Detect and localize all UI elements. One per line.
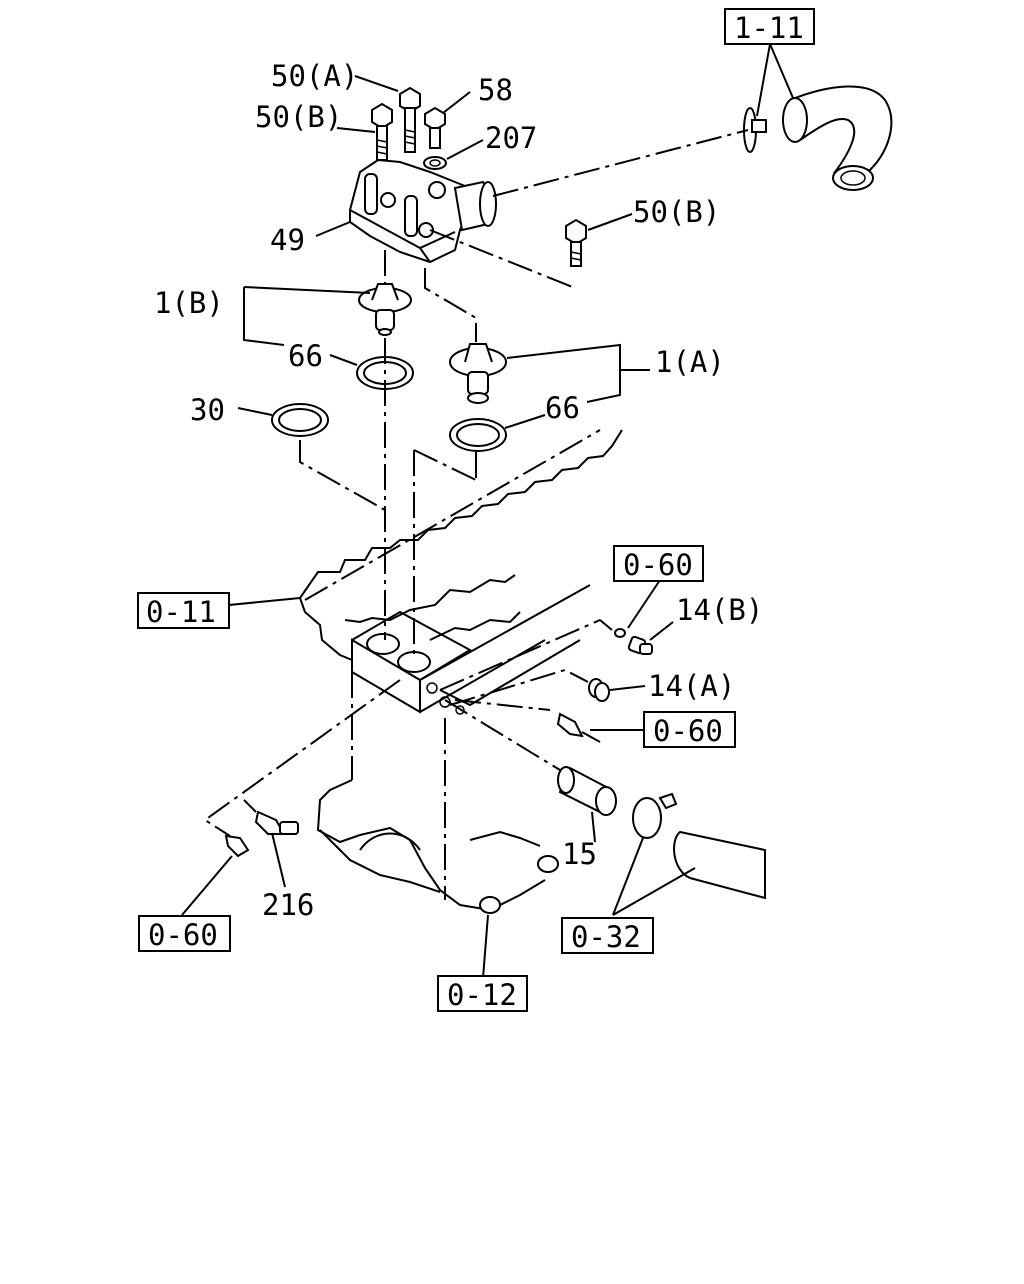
bolt-58 — [424, 106, 446, 149]
gasket-30 — [271, 403, 329, 437]
label-1a: 1(A) — [655, 345, 725, 379]
label-66-right: 66 — [545, 391, 580, 425]
ref-label-0-60-mid: 0-60 — [653, 714, 723, 748]
part-labels: 50(A) 58 50(B) 207 49 50(B) 1(B) 66 1(A)… — [154, 59, 763, 922]
ref-label-0-12: 0-12 — [447, 978, 517, 1012]
hose-clamp-lower — [632, 792, 678, 839]
water-hose-lower — [673, 830, 766, 900]
label-14b: 14(B) — [676, 593, 763, 627]
ref-box-0-60-mid[interactable]: 0-60 — [643, 711, 736, 748]
ref-label-0-32: 0-32 — [571, 920, 641, 954]
ref-label-1-11: 1-11 — [734, 11, 804, 45]
ref-box-0-12[interactable]: 0-12 — [437, 975, 528, 1012]
label-49: 49 — [270, 223, 305, 257]
label-66-left: 66 — [288, 339, 323, 373]
thermostat-1a — [449, 343, 507, 404]
plug-0-60-left — [224, 834, 250, 858]
label-216: 216 — [262, 888, 314, 922]
washer-207 — [423, 156, 447, 170]
label-50b-right: 50(B) — [633, 195, 720, 229]
ref-box-0-11[interactable]: 0-11 — [137, 592, 230, 629]
ref-label-0-60-left: 0-60 — [148, 918, 218, 952]
label-30: 30 — [190, 393, 225, 427]
ref-label-0-11: 0-11 — [146, 595, 216, 629]
hose-clamp-upper — [743, 107, 767, 153]
plug-14a — [588, 678, 610, 702]
engine-block-outline — [316, 672, 559, 914]
leader-lines — [181, 43, 794, 979]
label-1b: 1(B) — [154, 286, 224, 320]
thermostat-1b — [358, 283, 412, 336]
sensor-0-60-mid — [556, 712, 601, 743]
label-207: 207 — [485, 121, 537, 155]
plug-14b — [627, 635, 653, 655]
bolt-50b-top — [371, 102, 393, 161]
gasket-66-right — [449, 418, 507, 452]
sensor-216 — [254, 810, 299, 835]
ref-label-0-60-top: 0-60 — [623, 548, 693, 582]
cylinder-head-outline — [299, 429, 623, 715]
bolt-50a — [399, 86, 421, 153]
ref-box-1-11[interactable]: 1-11 — [724, 8, 815, 45]
label-14a: 14(A) — [648, 669, 735, 703]
pipe-15 — [557, 766, 617, 816]
label-15: 15 — [562, 837, 597, 871]
ref-box-0-60-left[interactable]: 0-60 — [138, 915, 231, 952]
label-50a: 50(A) — [271, 59, 358, 93]
washer-small — [614, 628, 626, 638]
ref-box-0-32[interactable]: 0-32 — [561, 917, 654, 954]
water-hose-upper — [782, 85, 893, 191]
bolt-50b-right — [565, 218, 587, 267]
label-58: 58 — [478, 73, 513, 107]
ref-box-0-60-top[interactable]: 0-60 — [613, 545, 704, 582]
label-50b-top: 50(B) — [255, 100, 342, 134]
assembly-center-lines — [203, 129, 749, 837]
